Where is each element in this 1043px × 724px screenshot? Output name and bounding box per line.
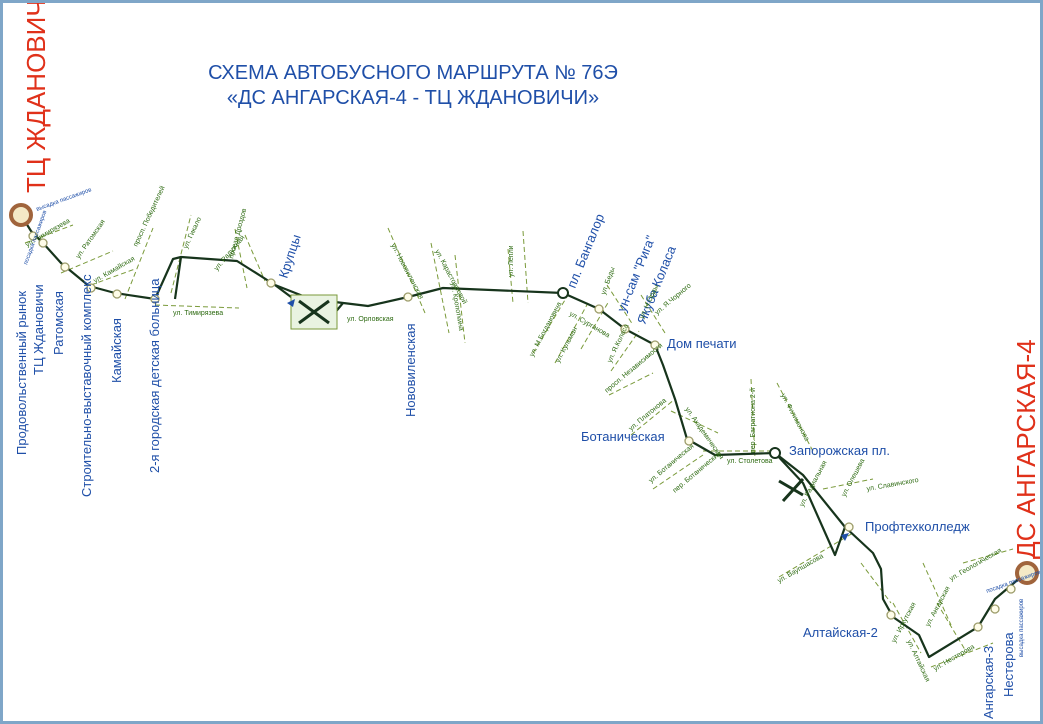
street-label-32: ул. Иркутская <box>891 601 918 644</box>
stop-label-11: Дом печати <box>667 336 737 351</box>
stop-label-13: Запорожская пл. <box>789 443 890 458</box>
street-label-34: ул. Нестерова <box>933 644 977 673</box>
street-label-2: ул. Камайская <box>92 255 136 285</box>
stop-dots <box>28 231 1016 632</box>
map-title: СХЕМА АВТОБУСНОГО МАРШРУТА № 76Э <box>208 62 618 84</box>
stop-label-8: пл. Бангалор <box>564 212 607 291</box>
street-label-35: ул. Геологическая <box>949 547 1004 583</box>
street-label-14: ул. Кульман <box>555 326 580 364</box>
street-label-8: ул. Орловская <box>347 316 394 323</box>
stop-label-14: Профтехколледж <box>865 519 970 534</box>
street-label-13: ул. М.Богдановича <box>529 301 564 358</box>
stop-label-12: Ботаническая <box>581 429 665 444</box>
cross-streets <box>24 214 1014 668</box>
street-label-36: ул. Алтайская <box>905 638 932 683</box>
stop-label-6: Крупцы <box>276 232 304 279</box>
stop-label-0: Продовольственный рынок <box>14 291 29 455</box>
stop-label-3: Строительно-выставочный комплекс <box>79 274 94 497</box>
terminal-end-label: ДС АНГАРСКАЯ-4 <box>1011 339 1040 559</box>
stop-label-1: ТЦ Ждановичи <box>31 284 46 375</box>
map-subtitle: «ДС АНГАРСКАЯ-4 - ТЦ ЖДАНОВИЧИ» <box>227 87 599 109</box>
street-label-21: ул. Платонова <box>628 397 668 432</box>
note-alighting-end: высадка пассажиров <box>1019 599 1025 657</box>
street-label-16: ул. Беды <box>600 266 616 295</box>
street-label-5: ул. Гикало <box>182 216 203 250</box>
street-label-26: пер. Багратиона 2-й <box>749 388 757 453</box>
terminal-start-icon <box>9 203 33 227</box>
street-label-12: ул. Лепли <box>508 245 515 277</box>
street-label-30: ул. Олешева <box>841 458 867 498</box>
street-label-27: ул. Филимонова <box>779 393 810 443</box>
street-label-7: проезд Дроздов <box>228 208 248 260</box>
bus-route-branch <box>774 452 847 557</box>
street-label-17: ул. Я.Коласа <box>606 323 630 364</box>
street-label-4: ул. Тимирязева <box>173 310 223 317</box>
street-label-31: ул. Славинского <box>866 477 919 493</box>
bus-route-line <box>20 214 1022 659</box>
stop-label-17: Нестерова <box>1001 632 1016 697</box>
stop-label-7: Нововиленская <box>403 323 418 417</box>
terminal-end-icon <box>1015 561 1039 585</box>
terminal-start-label: ТЦ ЖДАНОВИЧИ <box>21 3 51 193</box>
route-map: СХЕМА АВТОБУСНОГО МАРШРУТА № 76Э «ДС АНГ… <box>9 3 1040 719</box>
street-label-1: ул. Ратомская <box>75 219 107 261</box>
stop-label-15: Алтайская-2 <box>803 625 878 640</box>
street-label-33: ул. Ангарская <box>925 585 952 628</box>
stop-label-16: Ангарская-3 <box>981 646 996 719</box>
interchange-icon-zaporozhskaya <box>778 477 849 541</box>
stop-label-5: 2-я городская детская больница <box>147 278 162 473</box>
interchange-icon-krupcy <box>287 294 338 330</box>
street-label-9: ул. Нововиленская <box>389 243 424 301</box>
street-label-29: ул. Ваупшасова <box>777 553 825 585</box>
street-label-10: ул. Карастояновой <box>433 248 469 305</box>
stop-label-2: Ратомская <box>51 291 66 355</box>
street-label-25: ул. Столетова <box>727 458 773 465</box>
stop-label-4: Камайская <box>109 318 124 383</box>
